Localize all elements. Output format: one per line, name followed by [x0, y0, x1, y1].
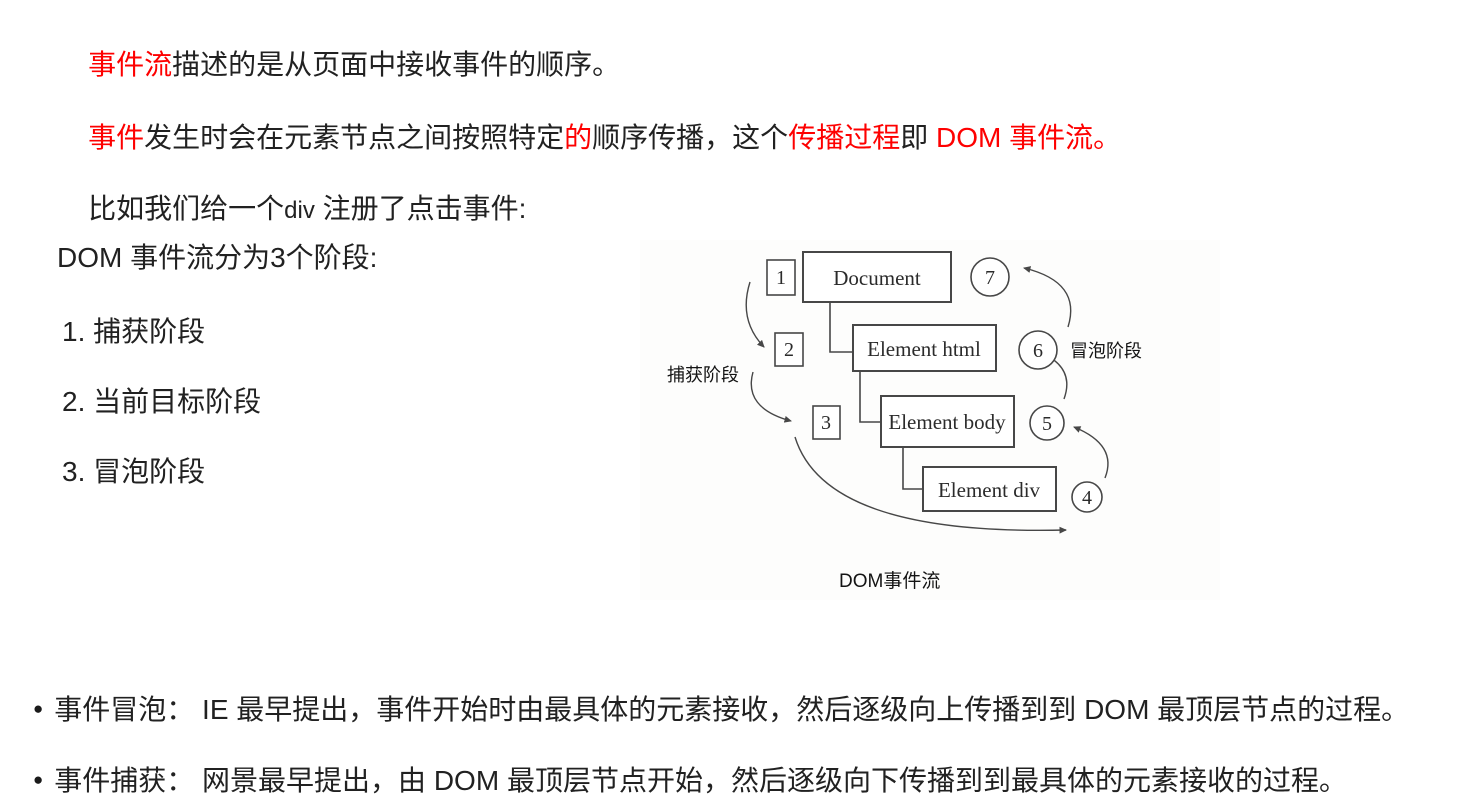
step-7-circle — [970, 257, 1010, 297]
dom-event-flow-svg: Document Element html Element body Eleme… — [667, 251, 1142, 592]
bullet-text: 事件冒泡： IE 最早提出，事件开始时由最具体的元素接收，然后逐级向上传播到到 … — [54, 694, 1410, 725]
svg-text:1: 1 — [776, 267, 786, 289]
step-5-circle — [1029, 405, 1065, 441]
phase-item-capture: 1. 捕获阶段 — [62, 316, 206, 347]
node-document-box — [802, 251, 952, 303]
svg-text:7: 7 — [985, 267, 995, 289]
node-element-body-box — [880, 395, 1015, 448]
node-element-div-label: Element div — [938, 478, 1041, 502]
node-element-body-label: Element body — [888, 410, 1006, 434]
code-token-div: div — [284, 197, 315, 224]
diagram-caption: DOM事件流 — [839, 570, 940, 592]
node-element-div-box — [922, 466, 1057, 512]
capture-arrow-1 — [745, 281, 765, 348]
bubble-phase-label: 冒泡阶段 — [1070, 341, 1142, 361]
capture-arrow-3 — [794, 436, 1067, 534]
svg-text:3: 3 — [821, 412, 831, 434]
capture-phase-label: 捕获阶段 — [667, 365, 739, 385]
bullet-dot-icon: ● — [33, 769, 44, 789]
bullet-item-capturing: ● 事件捕获： 网景最早提出，由 DOM 最顶层节点开始，然后逐级向下传播到到最… — [33, 759, 1347, 799]
tree-connector-html-body — [859, 371, 881, 423]
step-4-circle — [1071, 481, 1103, 513]
intro-line-1: 事件流描述的是从页面中接收事件的顺序。 — [88, 49, 621, 80]
bubble-arrow-4-5 — [1073, 426, 1109, 479]
example-line: 比如我们给一个div 注册了点击事件: — [88, 193, 527, 224]
node-element-html-label: Element html — [867, 337, 981, 361]
highlight-term: 事件流 — [88, 49, 173, 80]
bullet-text: 事件捕获： 网景最早提出，由 DOM 最顶层节点开始，然后逐级向下传播到到最具体… — [54, 765, 1347, 796]
bullet-dot-icon: ● — [33, 698, 44, 718]
svg-text:5: 5 — [1042, 413, 1052, 435]
bubble-arrow-6-7 — [1023, 266, 1072, 328]
svg-text:4: 4 — [1082, 487, 1092, 509]
phase-item-bubble: 3. 冒泡阶段 — [62, 456, 206, 487]
node-element-html-box — [852, 324, 997, 372]
svg-text:6: 6 — [1033, 340, 1043, 362]
intro-line-2: 事件发生时会在元素节点之间按照特定的顺序传播，这个传播过程即 DOM 事件流。 — [88, 122, 1122, 153]
capture-arrow-2 — [750, 371, 792, 423]
svg-text:2: 2 — [784, 339, 794, 361]
step-3-square — [812, 405, 841, 440]
dom-event-flow-diagram: Document Element html Element body Eleme… — [640, 240, 1220, 600]
step-6-circle — [1018, 330, 1058, 370]
phases-heading: DOM 事件流分为3个阶段: — [57, 242, 378, 273]
tree-connector-body-div — [902, 447, 923, 490]
step-2-square — [774, 332, 804, 367]
bullet-item-bubbling: ● 事件冒泡： IE 最早提出，事件开始时由最具体的元素接收，然后逐级向上传播到… — [33, 688, 1409, 728]
phase-item-target: 2. 当前目标阶段 — [62, 386, 262, 417]
node-document-label: Document — [833, 266, 921, 290]
step-1-square — [766, 259, 796, 296]
tree-connector-doc-html — [829, 302, 853, 353]
